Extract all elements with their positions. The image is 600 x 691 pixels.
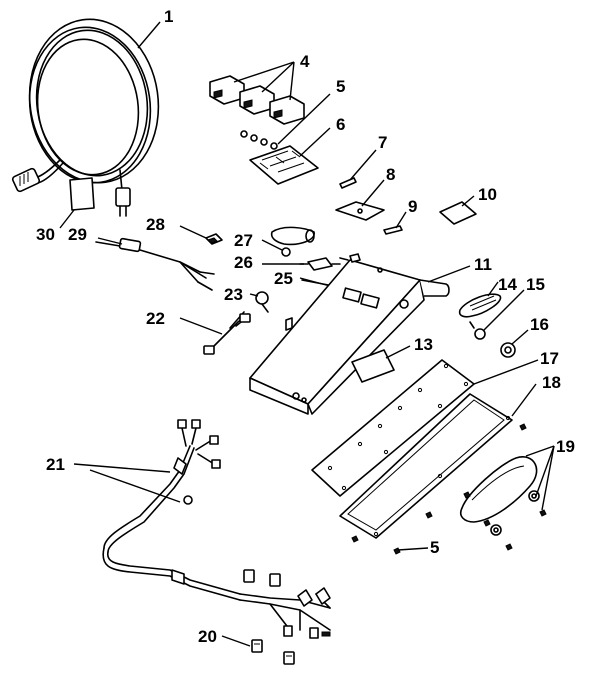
callout-17: 17 (540, 349, 559, 368)
part-23-screw (255, 291, 269, 313)
part-13-label (351, 349, 395, 383)
part-27-grommet (270, 226, 315, 257)
callout-18: 18 (542, 373, 561, 392)
part-30-label-card (69, 177, 95, 211)
callout-29: 29 (68, 225, 87, 244)
callout-21: 21 (46, 455, 65, 474)
part-26-fuse-holder (299, 257, 341, 271)
callout-28: 28 (146, 215, 165, 234)
callout-8: 8 (386, 165, 395, 184)
callout-15: 15 (526, 275, 545, 294)
callout-5-bottom: 5 (430, 538, 439, 557)
part-1-power-cord-coil (11, 18, 160, 217)
callout-27: 27 (234, 231, 253, 250)
part-20-connectors (251, 639, 295, 665)
callout-10: 10 (478, 185, 497, 204)
part-8-plate (335, 201, 385, 221)
part-15-switch (469, 321, 486, 340)
callout-5: 5 (336, 77, 345, 96)
callout-4: 4 (300, 52, 310, 71)
callout-22: 22 (146, 309, 165, 328)
callout-1: 1 (164, 7, 173, 26)
callout-6: 6 (336, 115, 345, 134)
part-5-screws (240, 130, 278, 150)
part-18-gasket (339, 393, 513, 539)
part-9-clip (383, 225, 403, 235)
part-10-pad (439, 201, 477, 225)
part-16-knob (500, 342, 516, 358)
part-4-switch-modules (209, 75, 305, 125)
part-21-main-wire-harness (102, 419, 331, 639)
callout-11: 11 (474, 255, 492, 274)
part-17-panel (311, 359, 475, 497)
callout-25: 25 (274, 269, 293, 288)
part-28-block (205, 233, 223, 245)
part-7-pin (339, 177, 357, 189)
callout-7: 7 (378, 133, 387, 152)
part-22-small-harness (203, 311, 251, 355)
callout-9: 9 (408, 197, 417, 216)
callout-23: 23 (224, 285, 243, 304)
callout-26: 26 (234, 253, 253, 272)
callout-19: 19 (556, 437, 575, 456)
part-29-pigtail-harness (95, 237, 215, 291)
callout-30: 30 (36, 225, 55, 244)
part-19-foot-bracket (459, 456, 547, 536)
part-14-handle-grip (458, 293, 502, 318)
callout-20: 20 (198, 627, 217, 646)
callout-16: 16 (530, 315, 549, 334)
callout-14: 14 (498, 275, 517, 294)
callout-13: 13 (414, 335, 433, 354)
part-11-main-housing (249, 253, 450, 415)
part-6-switch-bracket (249, 145, 319, 185)
